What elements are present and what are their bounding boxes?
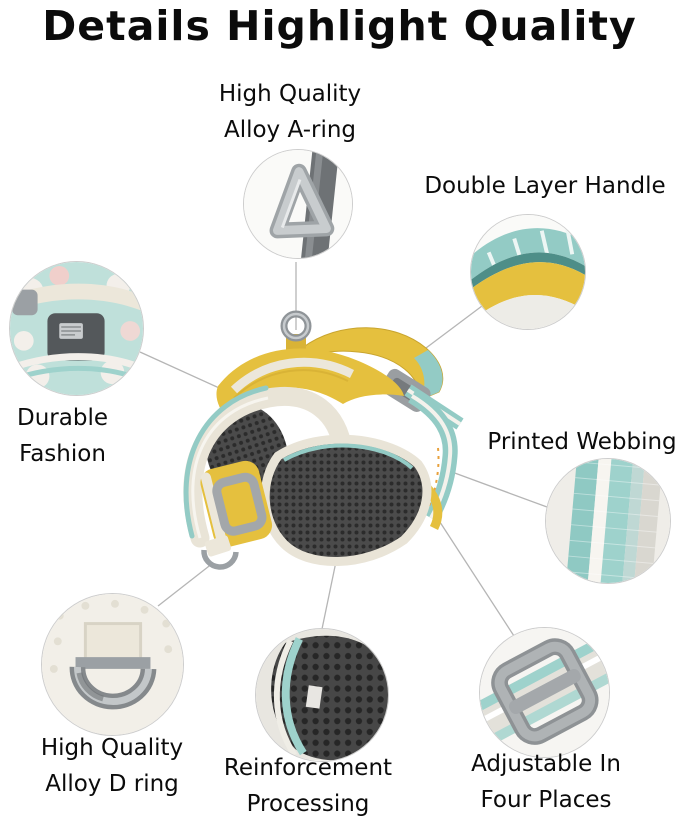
a-ring-detail-photo [244,150,352,258]
callout-printed-webbing [545,458,671,584]
label-durable-fashion: Durable Fashion [0,400,125,472]
label-a-ring: High Quality Alloy A-ring [184,76,396,148]
label-d-ring-line2: Alloy D ring [45,771,179,797]
callout-reinforcement [255,628,389,762]
label-alloy-d-ring: High Quality Alloy D ring [22,730,202,802]
label-adjustable: Adjustable In Four Places [456,746,636,818]
label-reinforcement-line2: Processing [246,791,370,817]
callout-d-ring [41,593,184,736]
label-printed-webbing: Printed Webbing [487,429,677,455]
callout-handle [470,214,586,330]
label-double-layer-handle: Double Layer Handle [424,173,666,199]
label-d-ring-line1: High Quality [40,735,184,761]
callout-durable-fashion [9,261,144,396]
callout-adjustable [479,627,610,758]
page-title: Details Highlight Quality [42,2,637,50]
harness-illustration [183,310,464,570]
label-reinforcement: Reinforcement Processing [218,750,398,822]
leash-o-ring [280,310,312,342]
label-adjustable-line1: Adjustable In [471,751,621,777]
label-adjustable-line2: Four Places [480,787,612,813]
harness-product-image [150,298,470,588]
label-a-ring-line2: Alloy A-ring [223,117,357,143]
label-durable-line2: Fashion [19,441,106,467]
webbing-detail-photo [546,459,670,583]
d-ring [201,549,239,570]
chest-panel-detail-photo [10,262,143,395]
label-a-ring-line1: High Quality [218,81,362,107]
slider-buckle-detail-photo [480,628,609,757]
belly-strap [200,460,273,548]
d-ring-detail-photo [42,594,183,735]
label-reinforcement-line1: Reinforcement [223,755,393,781]
label-durable-line1: Durable [17,405,108,431]
callout-a-ring [243,149,353,259]
mesh-detail-photo [256,629,388,761]
handle-detail-photo [471,215,585,329]
